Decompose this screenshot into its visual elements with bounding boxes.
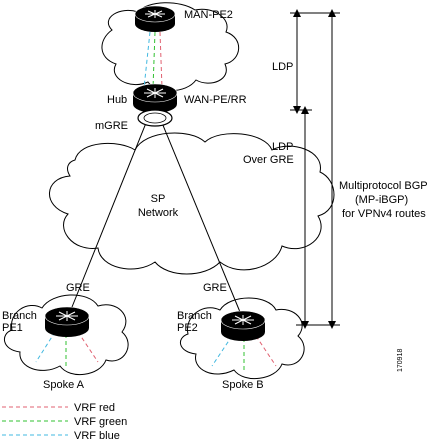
vrf-lines-top [143, 31, 163, 89]
wan-pe-rr-label: WAN-PE/RR [184, 94, 247, 106]
router-icon-hub [132, 83, 178, 113]
router-icon-branch-pe1 [44, 306, 90, 337]
mp-bgp-label-line3: for VPNv4 routes [342, 208, 426, 220]
branch-pe2-label-line1: Branch [177, 310, 212, 322]
sp-network-label-line2: Network [138, 207, 179, 219]
mgre-ring-inner [143, 112, 167, 124]
spoke-b-label: Spoke B [222, 379, 264, 391]
gre-tunnel-left [69, 117, 149, 313]
ldp-over-gre-label-line1: LDP [272, 141, 293, 153]
gre-right-label: GRE [203, 282, 227, 294]
man-pe2-label: MAN-PE2 [184, 9, 233, 21]
legend-label-blue: VRF blue [74, 430, 120, 441]
gre-tunnel-right [159, 117, 241, 313]
router-icon-branch-pe2 [220, 310, 266, 341]
mgre-label: mGRE [95, 120, 128, 132]
ldp-over-gre-label-line2: Over GRE [243, 154, 294, 166]
legend: VRF red VRF green VRF blue [2, 402, 127, 442]
router-icon-man-pe2 [134, 5, 176, 32]
sp-network-label-line1: SP [151, 193, 166, 205]
vrf-lines-spoke-a [35, 331, 99, 366]
gre-left-label: GRE [66, 282, 90, 294]
mp-bgp-label-line1: Multiprotocol BGP [339, 180, 428, 192]
figure-id: 170918 [397, 349, 404, 372]
ldp-label: LDP [272, 61, 293, 73]
legend-label-green: VRF green [74, 416, 127, 428]
spoke-a-label: Spoke A [43, 379, 85, 391]
branch-pe1-label-line2: PE1 [2, 322, 23, 334]
branch-pe2-label-line2: PE2 [177, 322, 198, 334]
sp-network-cloud [49, 132, 335, 275]
vrf-lines-spoke-b [211, 335, 277, 370]
legend-label-red: VRF red [74, 402, 115, 414]
hub-label: Hub [107, 94, 127, 106]
branch-pe1-label-line1: Branch [2, 310, 37, 322]
mp-bgp-label-line2: (MP-iBGP) [355, 194, 408, 206]
